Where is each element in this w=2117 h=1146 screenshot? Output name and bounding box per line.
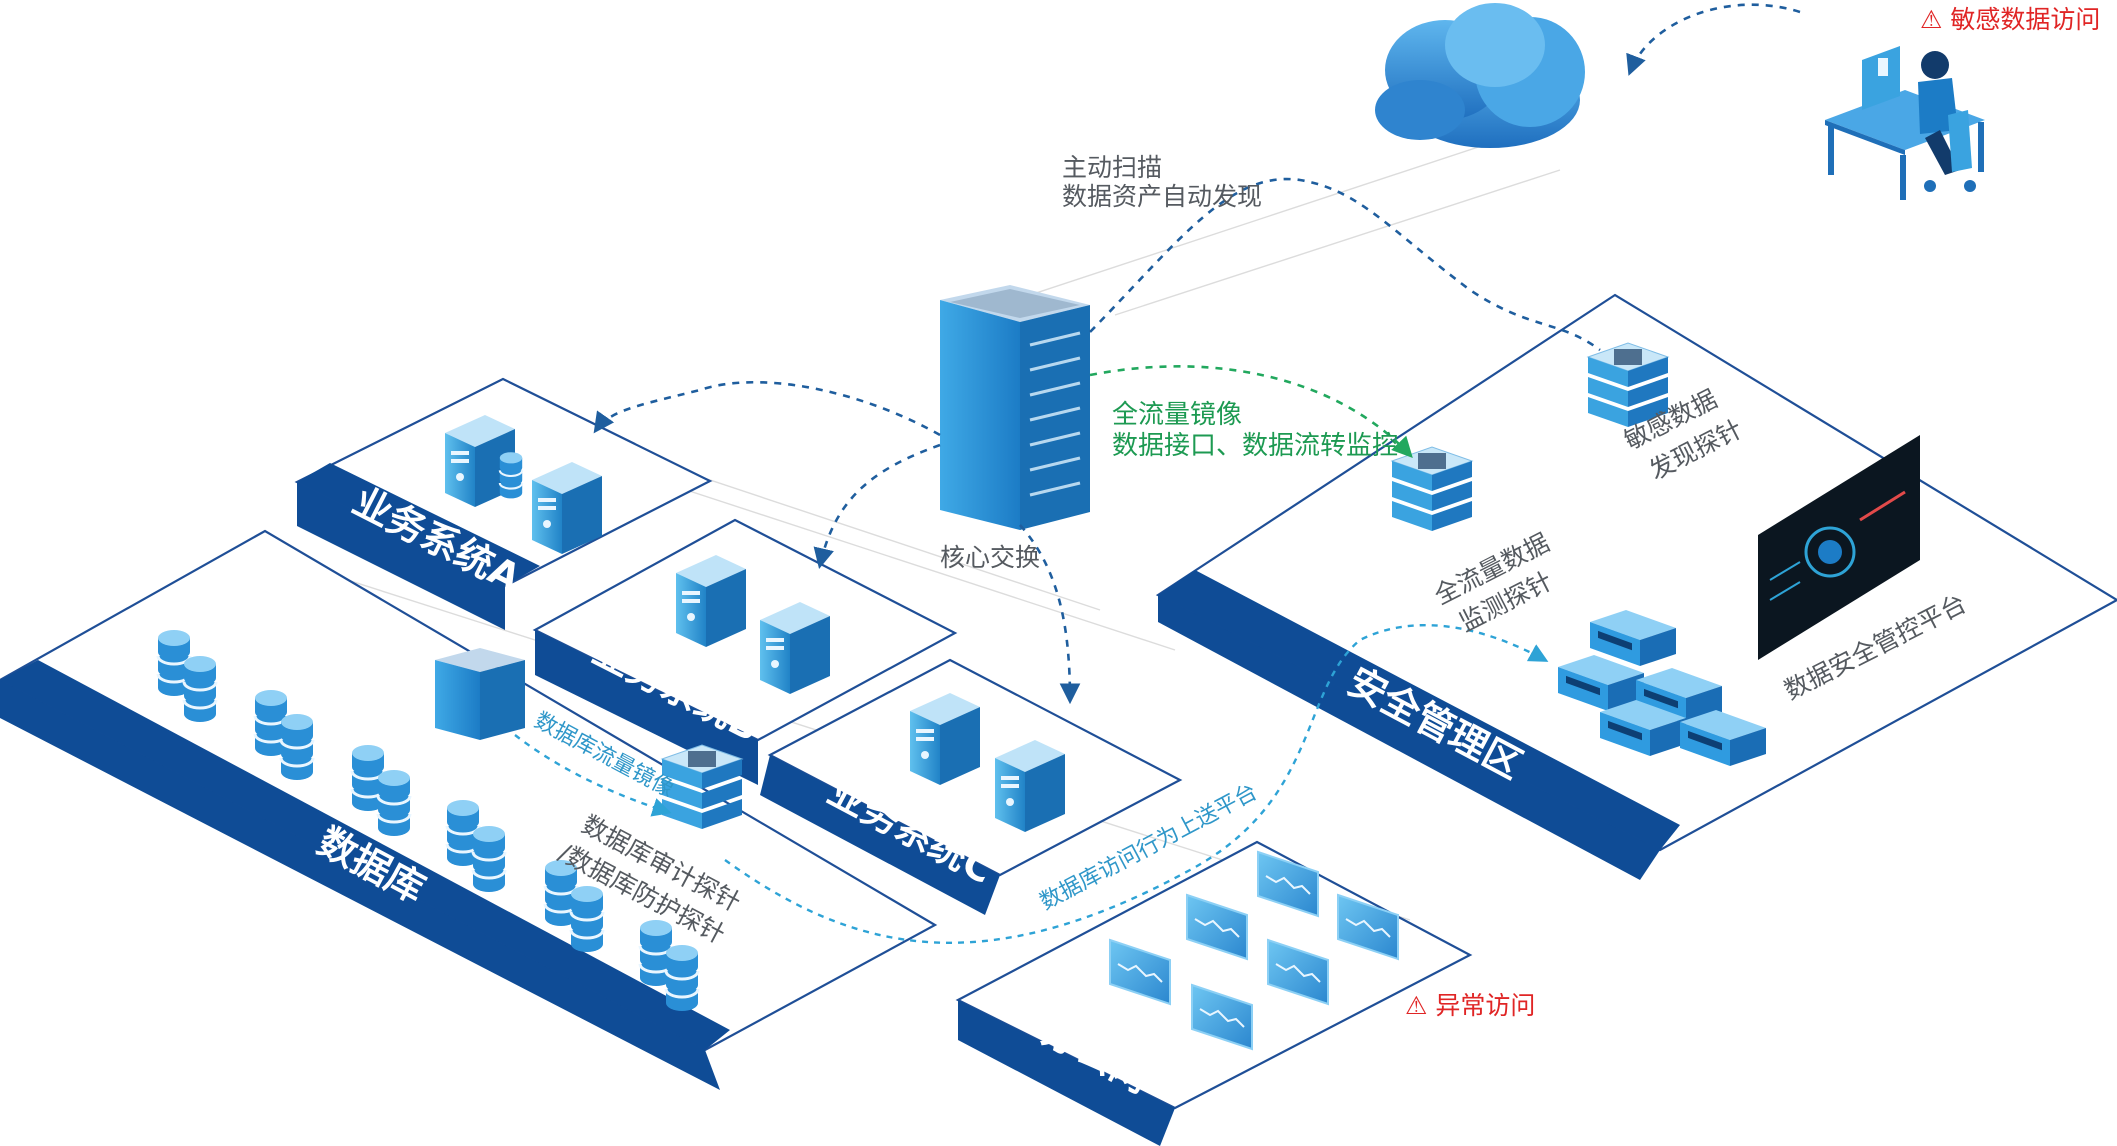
server-tower-icon xyxy=(995,740,1065,832)
core-switch-icon xyxy=(940,285,1090,530)
database-cylinder-icon xyxy=(471,824,507,894)
probe-device-icon xyxy=(1391,446,1473,532)
server-tower-icon xyxy=(532,462,602,554)
annotation-scan-line2: 数据资产自动发现 xyxy=(1062,182,1262,211)
flow-to-sys-c xyxy=(1019,524,1081,705)
annotation-mirror-line2: 数据接口、数据流转监控 xyxy=(1112,431,1398,461)
warning-triangle-icon: ⚠ xyxy=(1920,5,1950,34)
flow-to-sys-a xyxy=(593,381,941,437)
database-cylinder-icon xyxy=(498,451,524,500)
flow-db-mirror xyxy=(514,734,672,817)
flow-active-scan xyxy=(1089,177,1601,352)
database-cylinder-icon xyxy=(279,712,315,782)
database-cylinder-icon xyxy=(569,884,605,954)
label-core-switch: 核心交换 xyxy=(940,543,1040,572)
flow-db-upload xyxy=(724,623,1549,944)
server-tower-icon xyxy=(910,693,980,785)
flow-to-sys-b xyxy=(813,443,941,570)
annotation-scan-line1: 主动扫描 xyxy=(1062,153,1162,182)
database-cylinder-icon xyxy=(376,768,412,838)
alert-abnormal-access: ⚠ 异常访问 xyxy=(1405,991,1535,1020)
warning-triangle-icon: ⚠ xyxy=(1405,991,1435,1020)
database-cylinder-icon xyxy=(182,654,218,724)
cloud-icon xyxy=(1375,3,1585,148)
zone-database: 数据库 xyxy=(0,529,938,1090)
flow-sensitive-access xyxy=(1626,3,1801,76)
flow-traffic-mirror xyxy=(1089,365,1413,459)
alert-sensitive-access: ⚠ 敏感数据访问 xyxy=(1920,5,2100,34)
data-flows xyxy=(514,3,1801,944)
server-tower-icon xyxy=(760,602,830,694)
platform-dashboard-panel xyxy=(1758,435,1920,660)
user-workstation-icon xyxy=(1825,46,1985,200)
db-switch-icon xyxy=(435,648,525,740)
server-tower-icon xyxy=(676,555,746,647)
database-cylinder-icon xyxy=(664,943,700,1013)
zone-security-management: 安全管理区 xyxy=(1155,293,2117,880)
annotation-mirror-line1: 全流量镜像 xyxy=(1112,400,1242,430)
